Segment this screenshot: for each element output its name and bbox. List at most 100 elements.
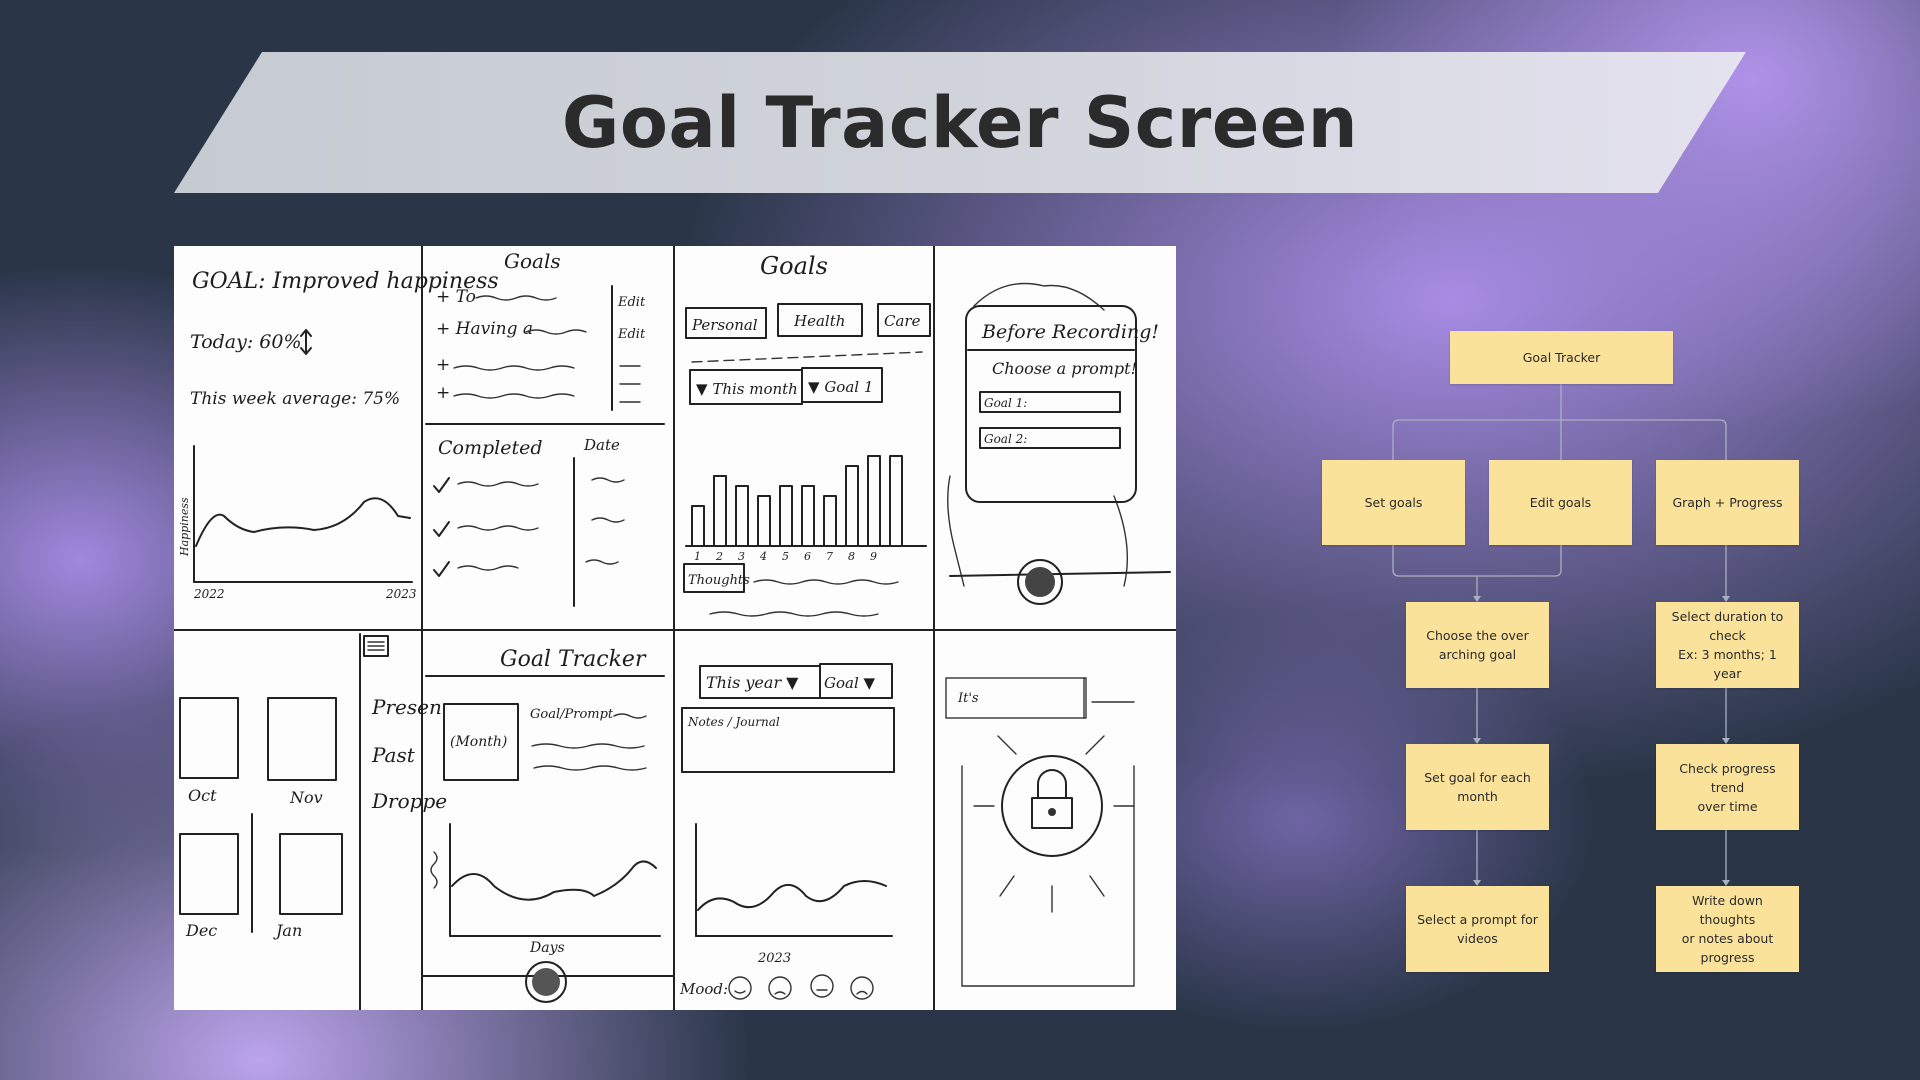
sketch-thoughts-box bbox=[683, 563, 745, 593]
sketch-mood-face bbox=[810, 974, 834, 998]
sketch-scribble bbox=[475, 295, 557, 301]
sketch-bar bbox=[889, 455, 903, 547]
sketch-goal1-label: Goal 1: bbox=[984, 396, 1027, 410]
sketch-bar bbox=[823, 495, 837, 547]
sketch-record-dot bbox=[532, 968, 560, 996]
sketch-scribble bbox=[591, 477, 625, 483]
sketch-thoughts-label: Thoughts bbox=[688, 573, 750, 588]
sketch-dash-line bbox=[691, 351, 923, 363]
sketch-scribble bbox=[525, 329, 587, 335]
sketch-goal2-label: Goal 2: bbox=[984, 432, 1027, 446]
sketch-month-label: Nov bbox=[289, 788, 323, 807]
sketch-today-text: Today: 60% bbox=[190, 331, 302, 353]
sketch-scribble bbox=[457, 481, 539, 487]
sketch-completed-label: Completed bbox=[438, 437, 543, 459]
sketch-mood-mouth bbox=[774, 991, 786, 995]
sketch-mood-face bbox=[850, 976, 874, 1000]
sketch-goal-field bbox=[979, 391, 1121, 413]
sketch-goal-text: ▼ Goal 1 bbox=[808, 378, 873, 396]
flow-node-select-prompt: Select a prompt for videos bbox=[1406, 886, 1549, 972]
sketch-tab bbox=[777, 303, 863, 337]
flow-node-select-duration: Select duration to check Ex: 3 months; 1… bbox=[1656, 602, 1799, 688]
sketch-x-end: 2023 bbox=[385, 587, 417, 601]
sketch-scribble bbox=[531, 743, 645, 749]
connector-arrowhead bbox=[1722, 738, 1730, 744]
sketch-bar-tick: 5 bbox=[782, 550, 789, 563]
sketch-tab bbox=[685, 307, 767, 339]
sketch-tracker-title: Goal Tracker bbox=[500, 647, 647, 672]
flow-node-set-monthly-goal: Set goal for each month bbox=[1406, 744, 1549, 830]
flow-node-write-thoughts: Write down thoughts or notes about progr… bbox=[1656, 886, 1799, 972]
sketch-bar-group bbox=[691, 455, 903, 547]
sketch-bar bbox=[801, 485, 815, 547]
sketch-bar-tick: 9 bbox=[870, 550, 877, 563]
sketch-head-outline bbox=[973, 282, 1105, 311]
connector-line bbox=[1392, 545, 1562, 577]
sketch-scribble bbox=[753, 579, 899, 585]
flow-node-set-goals: Set goals bbox=[1322, 460, 1465, 545]
sketch-tab-label: Care bbox=[884, 312, 921, 330]
connector-arrowhead bbox=[1722, 880, 1730, 886]
sketch-bar bbox=[757, 495, 771, 547]
sketch-scribble bbox=[457, 525, 539, 531]
sketch-line-curve bbox=[697, 880, 887, 911]
sketch-locked-label: It's bbox=[957, 691, 979, 706]
sketch-bar-tick: 3 bbox=[738, 550, 745, 563]
sketch-month-card bbox=[443, 703, 519, 781]
sketch-goal-select-text: Goal ▼ bbox=[824, 674, 876, 692]
sketch-ylabel: Happiness bbox=[178, 497, 191, 557]
sketch-tab-label: Health bbox=[793, 312, 845, 330]
sketch-menu-item: Past bbox=[371, 743, 416, 767]
sketch-scribble bbox=[533, 765, 647, 771]
sketch-updown-arrow bbox=[300, 329, 312, 355]
sketch-bar bbox=[845, 465, 859, 547]
sketch-scribble bbox=[591, 517, 625, 523]
sketch-bar bbox=[691, 505, 705, 547]
sketch-arm-outline bbox=[1113, 495, 1128, 587]
connector-arrowhead bbox=[1473, 880, 1481, 886]
sketch-bar-tick: 4 bbox=[759, 550, 767, 563]
sketch-bar bbox=[713, 475, 727, 547]
sketch-goal-prompt: Goal/Prompt bbox=[530, 707, 614, 722]
sketch-goal-tracker: Goal Tracker (Month) Goal/Prompt Days bbox=[421, 647, 675, 1003]
sketch-input-box bbox=[945, 677, 1087, 719]
sketch-record-dot bbox=[1025, 567, 1055, 597]
sketch-month-label: Jan bbox=[273, 921, 302, 940]
sketch-locked-screen: It's bbox=[945, 677, 1135, 987]
sketch-line-curve bbox=[451, 860, 657, 901]
sketch-happiness-goal: GOAL: Improved happiness Today: 60% This… bbox=[178, 269, 499, 601]
sketch-bar-tick: 2 bbox=[715, 550, 723, 563]
sketch-check bbox=[433, 477, 450, 493]
sketch-bar bbox=[779, 485, 793, 547]
sketch-prompt-label: Choose a prompt! bbox=[992, 359, 1137, 378]
sketch-goal-item: + bbox=[436, 355, 450, 375]
sketch-bar-tick: 8 bbox=[848, 550, 855, 563]
sketch-record-button bbox=[525, 961, 567, 1003]
connector-line bbox=[1392, 419, 1727, 460]
sketch-scribble bbox=[453, 393, 575, 399]
sketch-goals-bars: Goals Personal Health Care ▼ This month … bbox=[683, 252, 931, 617]
sketch-notes-box bbox=[681, 707, 895, 773]
sketch-record-button bbox=[1017, 559, 1063, 605]
sketch-before-recording: Before Recording! Choose a prompt! Goal … bbox=[947, 282, 1171, 605]
sketch-month-card-label: (Month) bbox=[450, 734, 507, 750]
sketch-goal-text: GOAL: Improved happiness bbox=[192, 269, 499, 294]
sketch-menu-icon bbox=[363, 635, 389, 657]
sketch-month-box bbox=[179, 833, 239, 915]
sketch-month-box bbox=[279, 833, 343, 915]
sketch-bar-tick: 6 bbox=[804, 550, 811, 563]
sketch-month-label: Oct bbox=[188, 786, 217, 805]
sketch-goal-item: + Having a bbox=[436, 319, 533, 339]
sketch-line-curve bbox=[195, 497, 411, 547]
sketch-notes-label: Notes / Journal bbox=[687, 715, 780, 729]
sketch-month-text: ▼ This month bbox=[696, 380, 798, 398]
sketch-scribble bbox=[585, 559, 619, 565]
sketch-check bbox=[433, 521, 450, 537]
sketch-arm-outline bbox=[947, 475, 965, 587]
sketch-goals-title: Goals bbox=[504, 249, 561, 273]
sketch-edit-label: Edit bbox=[617, 327, 646, 342]
sketch-tab-label: Personal bbox=[691, 316, 758, 334]
lock-icon bbox=[1037, 769, 1067, 799]
sketch-rays bbox=[973, 735, 1135, 913]
